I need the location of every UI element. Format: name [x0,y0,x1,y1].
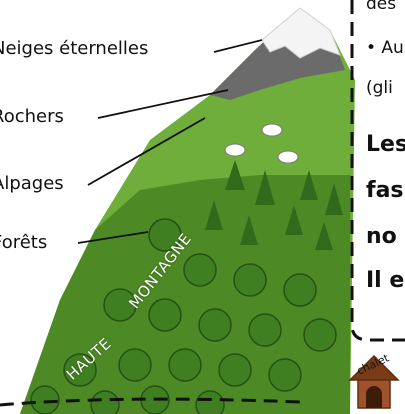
right-text-bold-1: Les [366,132,405,157]
label-alpages: Alpages [0,173,64,194]
right-text-bold-2: fas [366,178,404,203]
right-text-bold-4: Il e [366,268,404,293]
label-rochers: Rochers [0,106,64,127]
right-text-line-1: des [366,0,396,14]
right-text-bold-3: no [366,224,397,249]
right-text-line-2: • Au [366,38,404,58]
right-text-line-3: (gli [366,78,393,98]
label-neiges-eternelles: Neiges éternelles [0,38,148,59]
label-forets: Forêts [0,232,47,253]
snow-cap [262,8,340,58]
